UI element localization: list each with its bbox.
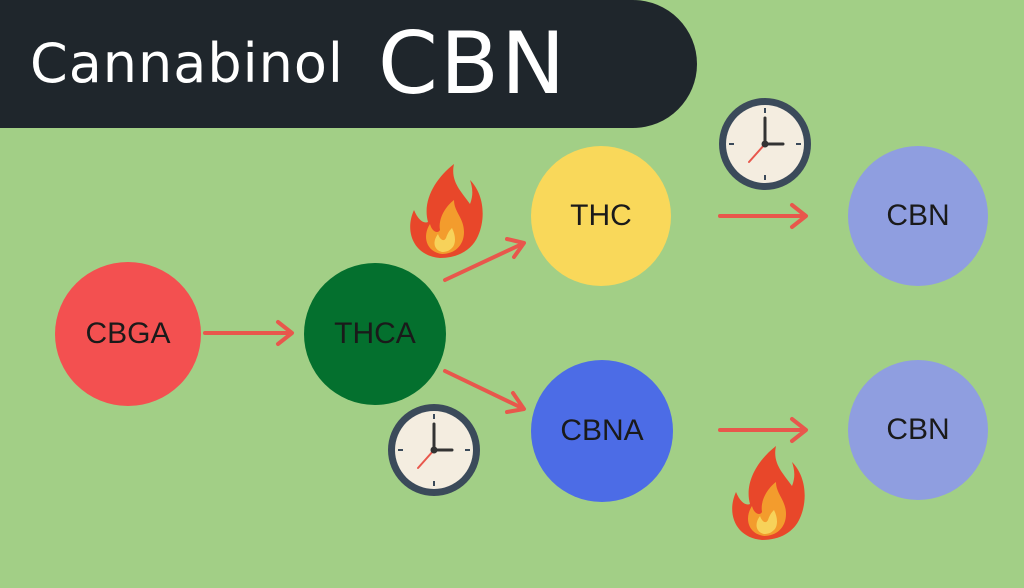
node-cbna-label: CBNA [560, 414, 644, 447]
arrow-thca-to-thc [443, 242, 524, 282]
title-abbreviation: CBN [377, 14, 568, 114]
clock-icon [719, 98, 811, 190]
arrow-cbna-to-cbn-head [790, 417, 808, 443]
node-thc: THC [531, 146, 671, 286]
node-cbna: CBNA [531, 360, 673, 502]
arrow-thca-to-thc-head [505, 237, 526, 259]
node-cbga-label: CBGA [85, 317, 171, 350]
arrow-thca-to-cbna [443, 369, 524, 410]
fire-icon [732, 446, 805, 540]
node-cbn-bottom-label: CBN [886, 413, 950, 446]
arrow-cbga-to-thca-head [276, 320, 294, 346]
node-thca-label: THCA [334, 317, 416, 350]
fire-icon [410, 164, 483, 258]
title-word: Cannabinol [30, 32, 344, 95]
arrow-thc-to-cbn-head [790, 203, 808, 229]
node-cbn-top: CBN [848, 146, 988, 286]
arrow-thca-to-cbna-head [505, 391, 526, 414]
node-cbn-bottom: CBN [848, 360, 988, 500]
node-thca: THCA [304, 263, 446, 405]
title-banner: Cannabinol CBN [0, 0, 697, 128]
node-thc-label: THC [570, 199, 632, 232]
clock-icon [388, 404, 480, 496]
node-cbga: CBGA [55, 262, 201, 406]
node-cbn-top-label: CBN [886, 199, 950, 232]
